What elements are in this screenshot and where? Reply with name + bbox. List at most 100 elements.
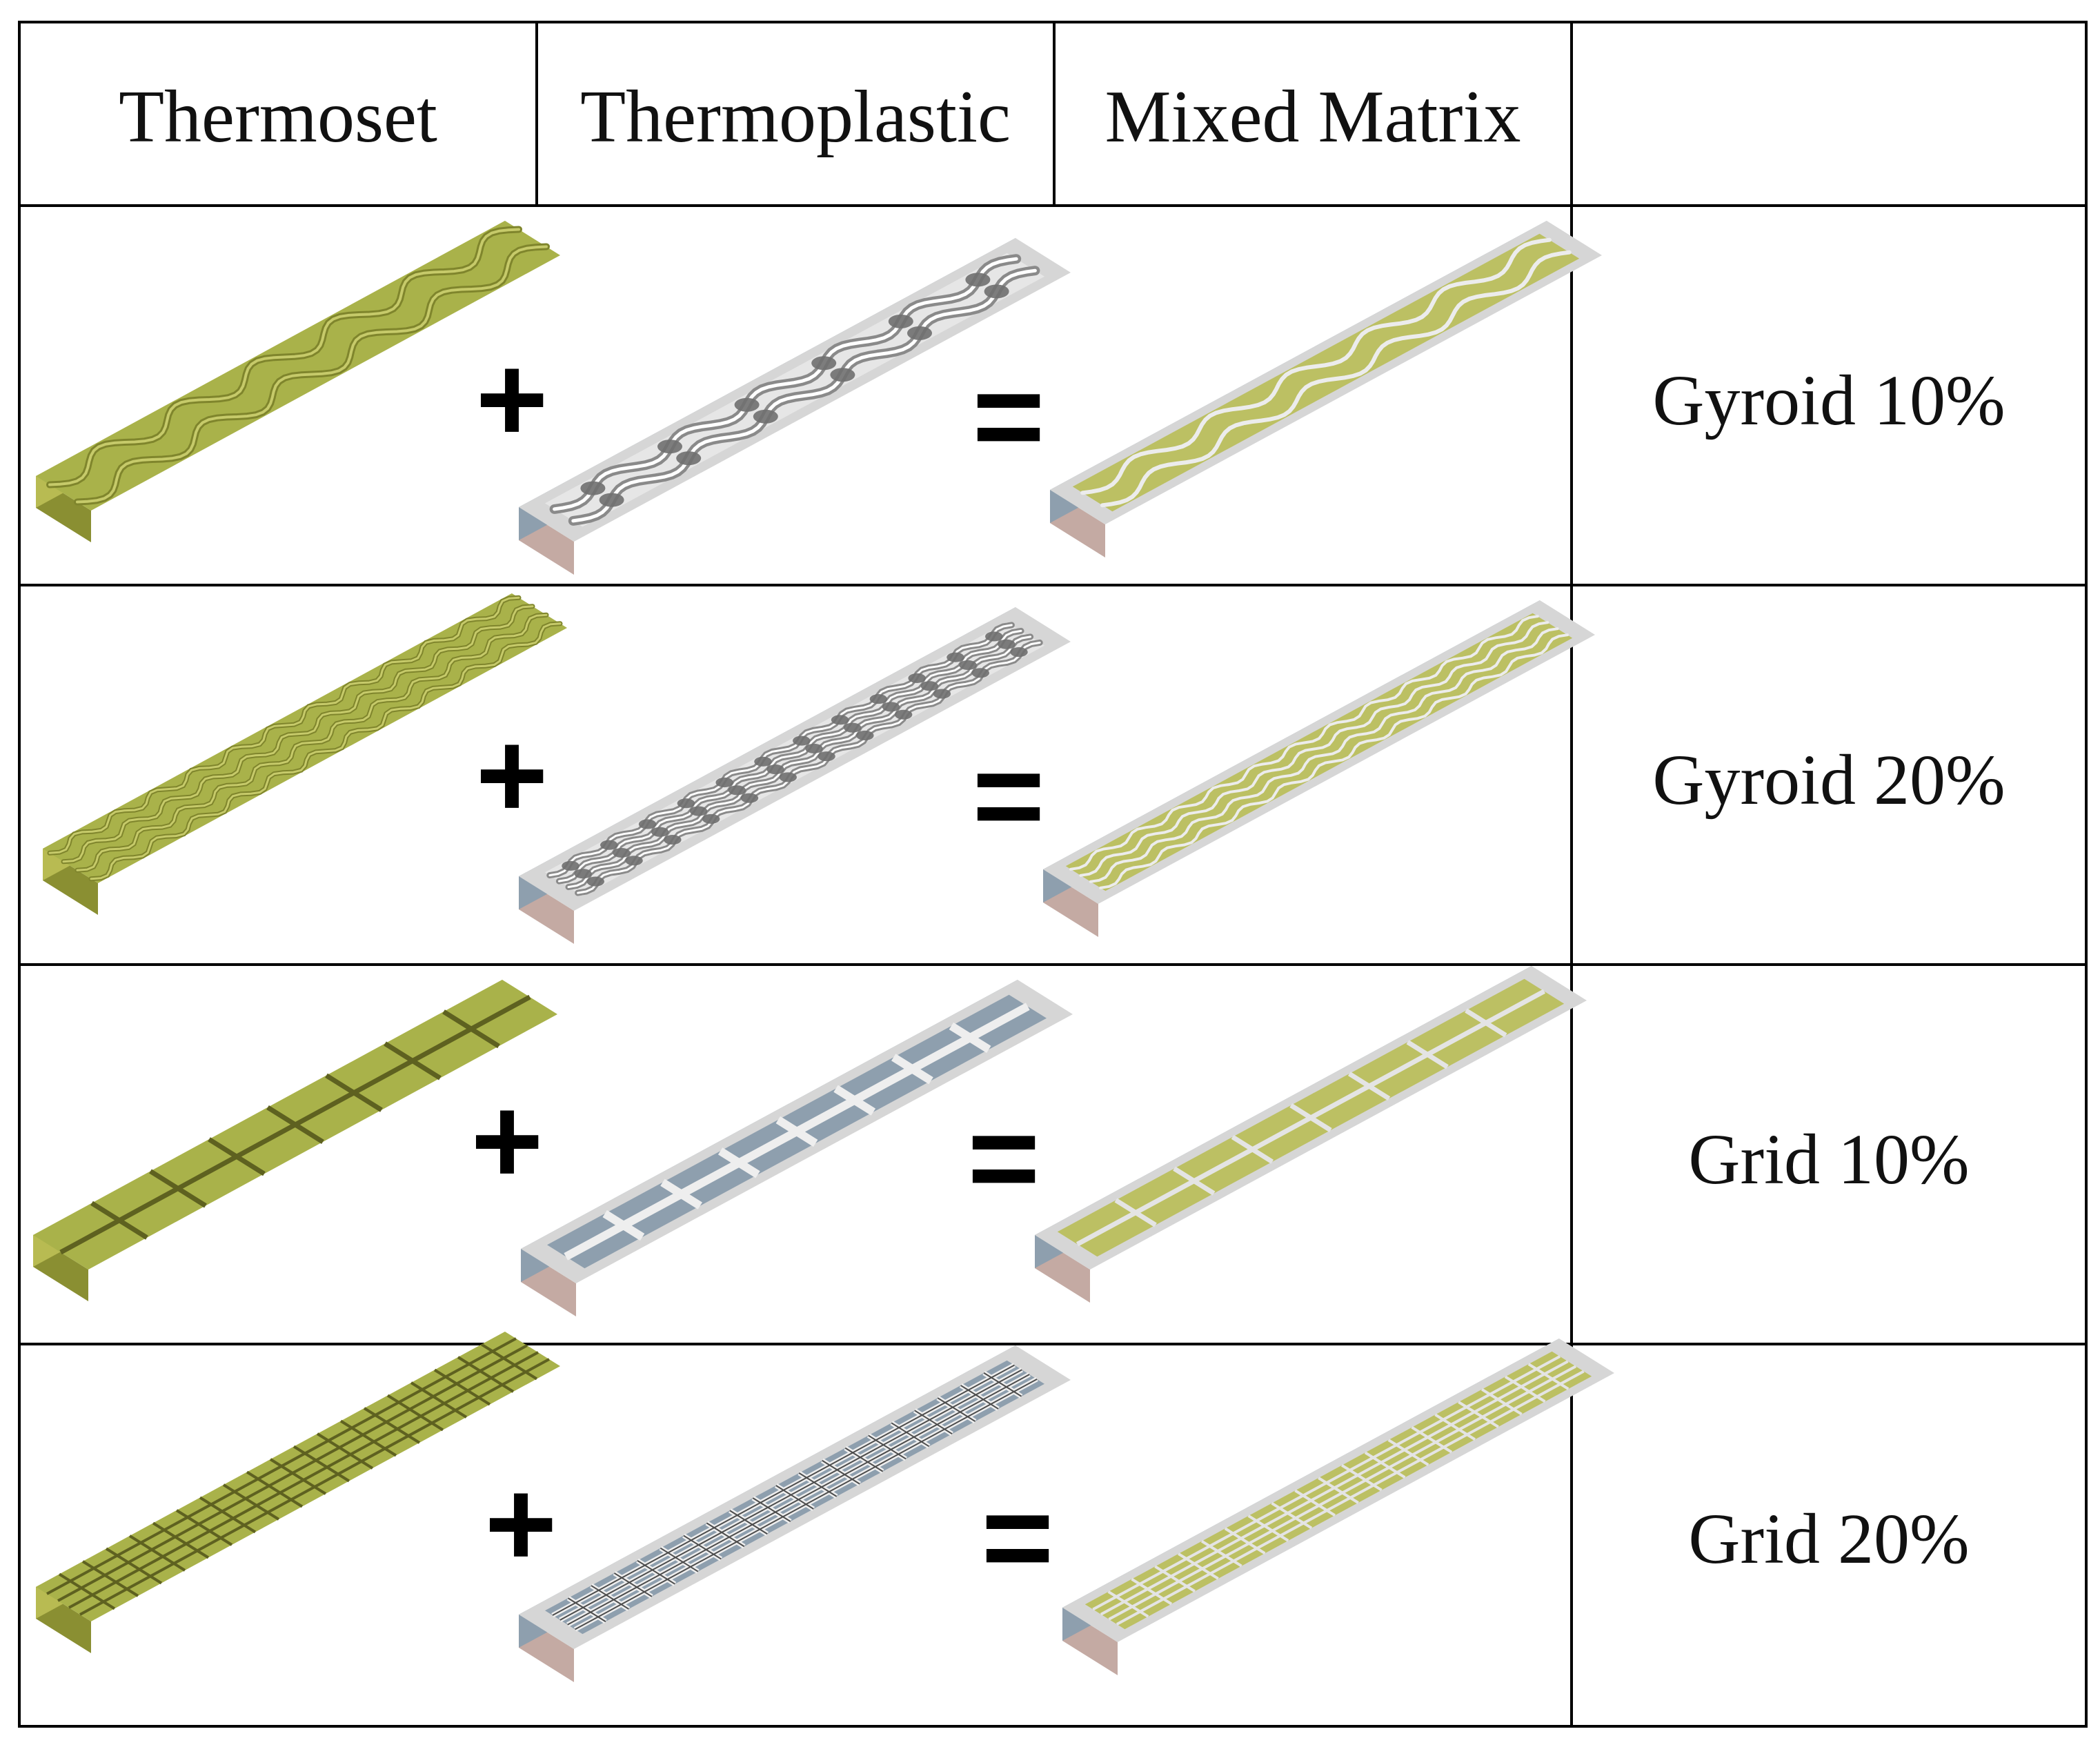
lattice-shadow-line [660,1547,699,1572]
thermoset-top-face [43,593,567,883]
mixed-gyroid-wave [1099,633,1569,889]
gyroid-pore [625,856,643,866]
row-label: Grid 10% [1688,1120,1969,1199]
gyroid-pore [830,368,855,382]
thermoplastic-block [521,980,1073,1316]
mixed-grid-line [1076,989,1546,1247]
table-grid [18,21,2088,1728]
lattice-shadow-line [752,1497,791,1522]
cube-seam-line [457,1356,515,1393]
mixed-matrix-block [1062,1339,1614,1675]
cube-seam-line [363,1407,421,1444]
gyroid-pore [715,777,733,788]
thermoset-block [36,1332,560,1653]
gyroid-pore [740,793,759,803]
row-grid-10: + = Grid 10% [33,966,1970,1316]
gyroid-pore [676,451,702,466]
cube-seam-line [293,1445,350,1483]
gyroid-pore [907,326,932,340]
equals-sign: = [981,1468,1053,1607]
lattice-shadow-line [844,1447,884,1472]
gyroid-pore [971,668,989,678]
lattice-wall-line [564,1003,1030,1261]
lattice-shadow-line [983,1372,1022,1397]
gyroid-pore [894,709,913,720]
cube-seam-line [222,1483,280,1521]
gyroid-highlight-wave [48,596,520,854]
gyroid-pore [664,835,682,845]
gyroid-edge-wave [557,629,1022,882]
cube-seam-line [410,1381,468,1419]
cube-seam-line [58,1572,116,1610]
cube-seam-line [152,1521,210,1559]
gyroid-pore [728,785,746,796]
gyroid-pore [793,736,811,746]
equals-sign: = [972,727,1044,865]
lattice-shadow-line [868,1434,907,1460]
cube-seam-line [199,1496,257,1534]
thermoset-block [33,980,557,1301]
thermoset-top-face [36,221,560,511]
gyroid-highlight-wave [62,605,534,863]
gyroid-pore [818,751,835,762]
cube-seam-line [46,1337,517,1595]
row-label: Gyroid 20% [1652,740,2005,820]
gyroid-pore [998,639,1016,649]
cube-seam-line [433,1368,491,1406]
row-gyroid-10: + = Gyroid 10% [36,221,2005,575]
cube-seam-line [246,1470,304,1508]
lattice-shadow-line [775,1485,814,1510]
cube-seam-line [59,994,531,1255]
gyroid-pore [888,314,913,328]
lattice-shadow-line [637,1559,675,1585]
cube-seam-line [68,1351,539,1609]
mixed-gyroid-wave [1069,615,1539,871]
gyroid-pore [985,631,1003,642]
lattice-shadow-line [891,1422,930,1448]
gyroid-pore [734,397,760,412]
gyroid-pore [779,772,797,782]
gyroid-pore [600,840,618,850]
thermoplastic-cavity [545,253,1044,527]
gyroid-highlight-wave [76,613,548,871]
gyroid-pore [613,847,631,858]
gyroid-pore [702,813,720,824]
mixed-matrix-block [1035,966,1587,1303]
gyroid-pore [599,493,624,507]
gyroid-pore [805,743,823,753]
equals-sign: = [967,1089,1040,1227]
mixed-fill [1065,613,1573,891]
mixed-gyroid-wave [1079,621,1549,877]
lattice-shadow-line [683,1534,722,1560]
gyroid-pore [965,273,991,287]
plus-sign: + [475,330,548,468]
cube-seam-line [128,1534,186,1572]
gyroid-edge-wave [571,268,1037,523]
gyroid-pore [920,681,939,691]
cube-seam-line [316,1432,374,1470]
gyroid-pore [831,715,849,725]
gyroid-pore [959,660,977,671]
gyroid-pore [947,652,964,662]
gyroid-pore [933,689,951,699]
lattice-shadow-line [552,1364,1015,1617]
lattice-shadow-line [575,1378,1038,1630]
cube-seam-line [57,1344,528,1602]
mixed-grid-line [1116,1370,1585,1626]
mixed-grid-line [1108,1365,1577,1621]
row-label: Grid 20% [1688,1499,1969,1579]
lattice-shadow-line [822,1459,860,1485]
cube-seam-line [480,1343,538,1381]
lattice-shadow-line [706,1522,745,1548]
gyroid-pore [811,356,837,371]
mixed-gyroid-wave [1089,627,1559,883]
lattice-shadow-line [914,1410,953,1435]
row-label: Gyroid 10% [1652,361,2005,440]
gyroid-pore [754,756,772,767]
gyroid-pore [753,409,778,424]
mixed-gyroid-wave [1100,250,1572,508]
mixed-matrix-block [1050,221,1602,557]
gyroid-pore [586,876,604,887]
gyroid-pore [638,819,657,829]
